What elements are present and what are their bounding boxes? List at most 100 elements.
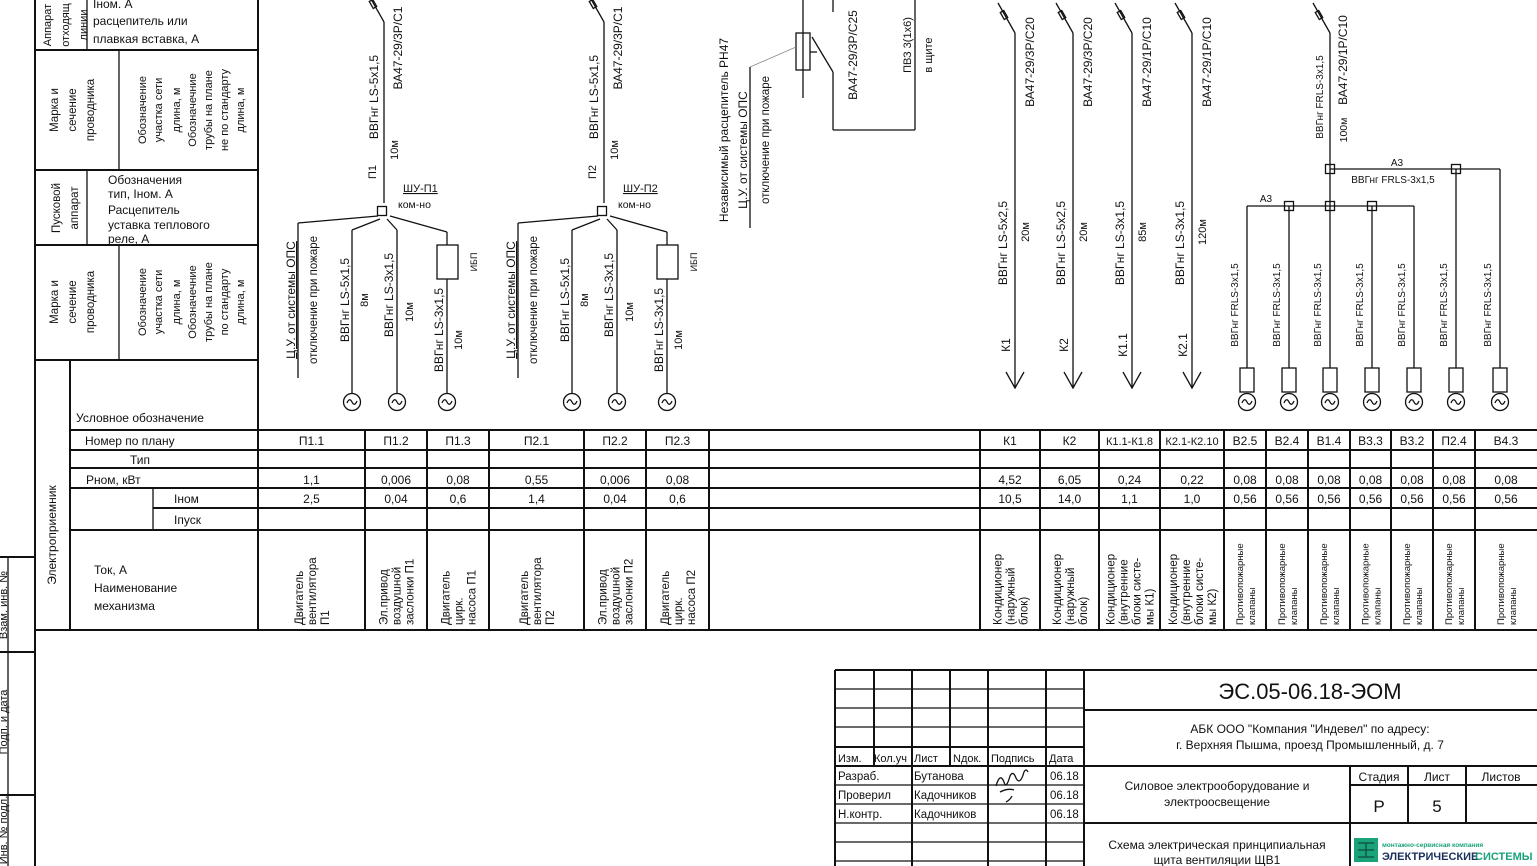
feeder-label: П2 xyxy=(587,165,599,179)
section-desc: плавкая вставка, А xyxy=(93,32,199,46)
breaker-trip-icon xyxy=(1057,9,1067,21)
sign-date: 06.18 xyxy=(1050,771,1079,783)
section-title: сечение xyxy=(67,88,79,131)
section-desc: по стандарту xyxy=(219,268,231,335)
section-desc: Обозначения xyxy=(108,173,182,187)
plan-no-cell: П2.1 xyxy=(524,434,550,448)
wire-line xyxy=(389,215,448,233)
name-cell: Противопожарные xyxy=(1319,543,1330,625)
section-desc: длина, м xyxy=(235,280,247,325)
motor-tilde-icon xyxy=(661,399,673,405)
p-nom-cell: 1,1 xyxy=(303,473,320,487)
branch-length-label: 10м xyxy=(624,302,636,322)
breaker-trip-icon xyxy=(1314,9,1324,21)
label: Пусковой xyxy=(51,183,63,233)
company-logo: монтажно-сервисная компанияЭЛЕКТРИЧЕСКИЕ… xyxy=(1354,838,1533,863)
bus-label: А3 xyxy=(1391,158,1404,169)
name-cell: клапаны xyxy=(1247,587,1258,625)
logo-tagline: монтажно-сервисная компания xyxy=(1382,842,1483,849)
valve-actuator-icon xyxy=(1281,367,1297,393)
p-nom-cell: 0,08 xyxy=(1317,473,1341,487)
wire-line xyxy=(386,218,398,231)
name-cell: насоса П1 xyxy=(467,570,479,625)
section-desc: трубы на плане xyxy=(203,70,215,150)
i-nom-cell: 0,04 xyxy=(603,492,627,506)
plan-no-cell: П2.2 xyxy=(602,434,628,448)
box-label: ШУ-П2 xyxy=(623,183,658,195)
p-nom-cell: 0,006 xyxy=(381,473,411,487)
drawing-title: Схема электрическая принципиальная xyxy=(1108,838,1325,852)
motor-tilde-icon xyxy=(391,399,403,405)
plan-no-cell: К2 xyxy=(1063,434,1077,448)
i-nom-cell: 1,1 xyxy=(1121,492,1138,506)
signer-name: Бутанова xyxy=(914,771,964,783)
rev-header: Подпись xyxy=(991,753,1035,765)
object-address: г. Верхняя Пышма, проезд Промышленный, д… xyxy=(1176,738,1444,752)
feeder-label: К1 xyxy=(999,338,1013,352)
section-title: проводника xyxy=(85,78,97,141)
pe-note: в щите xyxy=(923,37,935,72)
p-nom-cell: 0,006 xyxy=(600,473,630,487)
cable-label: ВВГнг LS-5х1,5 xyxy=(587,55,601,140)
branch-length-label: 8м xyxy=(579,293,591,307)
name-cell: вентилятора xyxy=(532,557,544,625)
section-desc: длина, м xyxy=(235,88,247,133)
name-cell: Кондиционер xyxy=(1052,554,1064,625)
name-cell: вентилятора xyxy=(307,557,319,625)
row-label-i-nom: Iном xyxy=(174,492,199,506)
valve-actuator-icon xyxy=(1448,367,1464,393)
section-title: Аппарат xyxy=(42,4,54,46)
section-title: линии xyxy=(78,10,90,41)
bus-label: А3 xyxy=(1260,194,1273,205)
cable-label: ВВГнг LS-3х1,5 xyxy=(1173,201,1187,286)
name-cell: Двигатель xyxy=(441,571,453,625)
breaker-label: ВА47-29/1Р/С10 xyxy=(1336,15,1350,105)
branch-cable-label: ВВГнг LS-3х1,5 xyxy=(602,253,616,338)
name-cell: насоса П2 xyxy=(686,570,698,625)
section-desc: длина, м xyxy=(171,280,183,325)
length-label: 10м xyxy=(609,140,621,160)
motor-circle-icon xyxy=(1446,392,1466,412)
section-desc: не по стандарту xyxy=(219,68,231,151)
length-label: 10м xyxy=(389,140,401,160)
name-cell: Эл.привод xyxy=(379,569,391,625)
title-block-bg xyxy=(835,670,1537,866)
section-title: проводника xyxy=(85,270,97,333)
wire-line xyxy=(606,218,618,231)
valve-actuator-icon xyxy=(1406,367,1422,393)
cable-label: ВВГнг FRLS-3х1,5 xyxy=(1315,55,1326,139)
section-desc: Обозначечние xyxy=(187,265,199,338)
name-cell: клапаны xyxy=(1414,587,1425,625)
release-title: Независимый расцепитель РН47 xyxy=(717,38,731,222)
name-cell: Двигатель xyxy=(519,571,531,625)
arrow-down-icon xyxy=(1182,371,1202,390)
section-desc: длина, м xyxy=(171,88,183,133)
branch-cable-label: ВВГнг FRLS-3х1,5 xyxy=(1483,263,1494,347)
name-cell: Двигатель xyxy=(294,571,306,625)
branch-length-label: 10м xyxy=(453,330,465,350)
feeder-label: К2 xyxy=(1057,338,1071,352)
name-cell: блоки систе- xyxy=(1194,558,1206,625)
wire-line xyxy=(517,215,599,224)
section-desc: расцепитель или xyxy=(93,14,188,28)
ups-box-icon xyxy=(656,244,679,280)
sheet-value: 5 xyxy=(1432,797,1441,816)
motor-circle-icon xyxy=(607,392,627,412)
feeder-label: К1.1 xyxy=(1116,333,1130,357)
valve-actuator-icon xyxy=(1322,367,1338,393)
motor-circle-icon xyxy=(1320,392,1340,412)
row-label-name: Наименование xyxy=(94,581,178,595)
branch-cable-label: ВВГнг LS-3х1,5 xyxy=(382,253,396,338)
stage-label: Стадия xyxy=(1359,770,1400,784)
motor-tilde-icon xyxy=(346,399,358,405)
motor-circle-icon xyxy=(657,392,677,412)
feeder-label: К2.1 xyxy=(1176,333,1190,357)
signer-role: Разраб. xyxy=(838,771,879,783)
name-cell: клапаны xyxy=(1508,587,1519,625)
